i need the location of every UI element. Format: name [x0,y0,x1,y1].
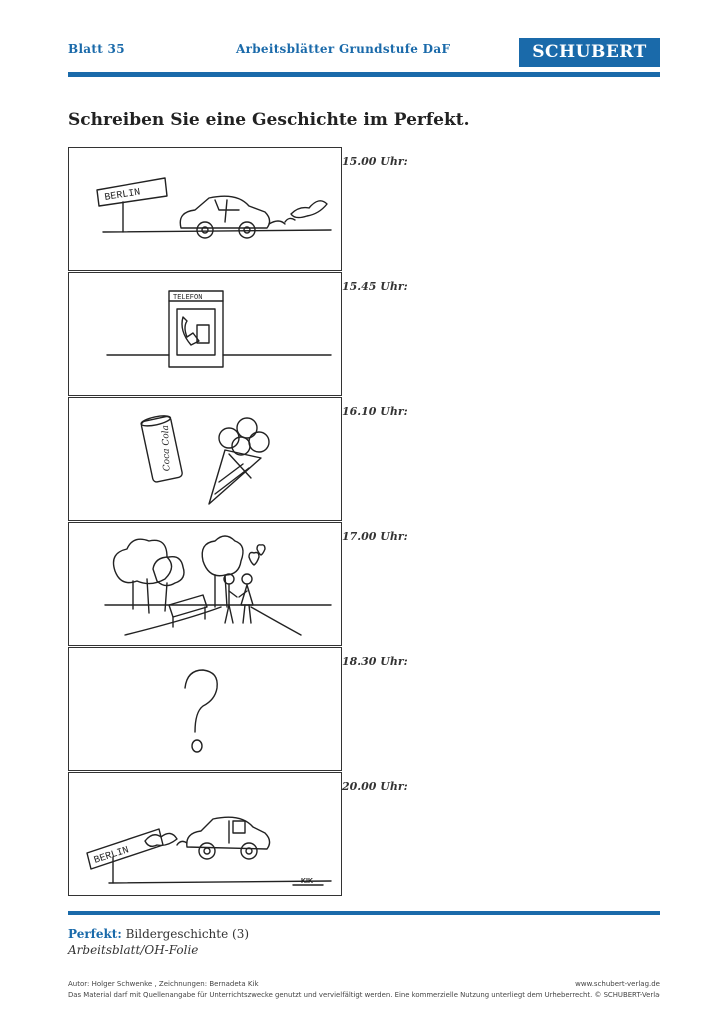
telephone-booth-icon: TELEFON [106,290,332,368]
page-header: Blatt 35 Arbeitsblätter Grundstufe DaF S… [68,38,660,68]
time-label-3: 16.10 Uhr: [342,405,408,418]
telefon-sign-text: TELEFON [173,294,202,302]
license-note: Das Material darf mit Quellenangabe für … [68,991,660,999]
time-label-4: 17.00 Uhr: [342,530,408,543]
sheet-number: Blatt 35 [68,42,125,56]
cola-and-ice-cream-icon: Coca Cola [140,415,270,505]
topic-text: Bildergeschichte (3) [125,927,250,941]
story-panel-2: TELEFON [68,272,342,396]
material-type: Arbeitsblatt/OH-Folie [68,943,199,957]
header-rule [68,72,660,77]
question-mark-icon [184,669,218,753]
publisher-website: www.schubert-verlag.de [575,980,660,988]
time-label-1: 15.00 Uhr: [342,155,408,168]
couple-in-park-icon [104,535,332,636]
story-panel-1: BERLIN [68,147,342,271]
topic-label: Perfekt: [68,927,122,941]
artist-signature: KIK [301,878,313,885]
series-title: Arbeitsblätter Grundstufe DaF [236,42,451,56]
task-title: Schreiben Sie eine Geschichte im Perfekt… [68,110,470,130]
topic-line: Perfekt: Bildergeschichte (3) [68,927,249,941]
publisher-logo: SCHUBERT [519,38,660,67]
time-label-2: 15.45 Uhr: [342,280,408,293]
story-panel-4 [68,522,342,646]
story-panel-6: BERLIN KIK [68,772,342,896]
car-returning-berlin-icon: BERLIN KIK [86,816,332,886]
cola-can-text: Coca Cola [161,425,173,471]
story-grid: BERLIN 15.00 Uhr: TELEFON 15.45 Uhr: [68,147,660,896]
time-label-5: 18.30 Uhr: [342,655,408,668]
story-panel-3: Coca Cola [68,397,342,521]
time-label-6: 20.00 Uhr: [342,780,408,793]
story-panel-5 [68,647,342,771]
author-credits: Autor: Holger Schwenke , Zeichnungen: Be… [68,980,259,988]
footer-rule [68,911,660,915]
car-leaving-berlin-icon: BERLIN [96,177,332,239]
